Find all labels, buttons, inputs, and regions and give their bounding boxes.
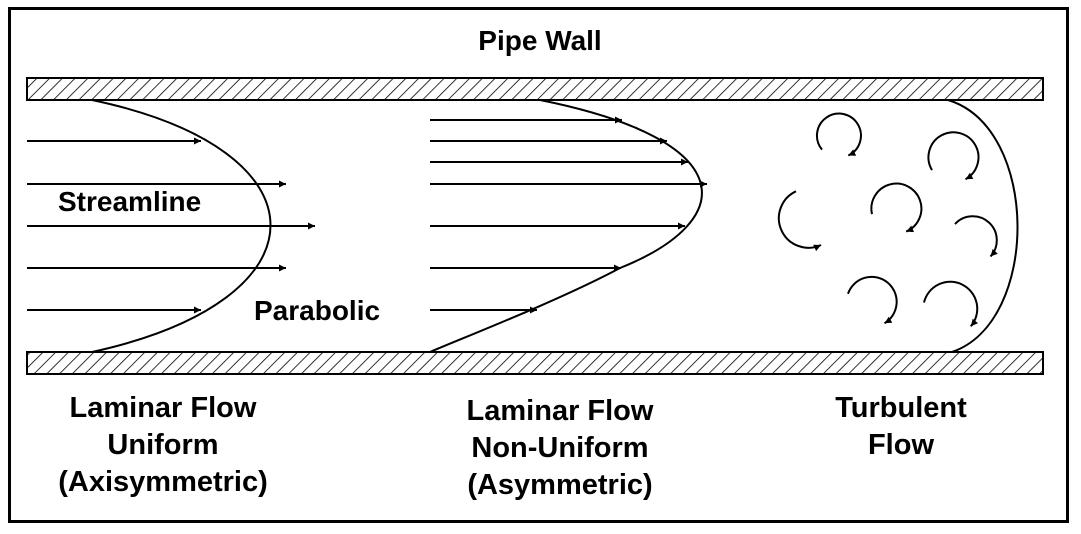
eddy-icon (777, 190, 822, 252)
uniform-streamline-arrows (27, 137, 315, 314)
asymmetric-streamline-arrows (430, 116, 707, 314)
caption-line: (Asymmetric) (467, 469, 653, 501)
pipe-wall-title: Pipe Wall (478, 25, 602, 56)
bottom-pipe-wall (26, 351, 1044, 375)
eddy-icon (815, 112, 862, 157)
parabolic-label: Parabolic (254, 295, 381, 326)
streamline-label: Streamline (58, 186, 202, 217)
laminar-nonuniform-caption: Laminar Flow Non-Uniform (Asymmetric) (467, 393, 654, 504)
eddy-icon (847, 275, 898, 325)
caption-line: (Axisymmetric) (58, 466, 268, 498)
caption-line: Uniform (107, 429, 219, 461)
asymmetric-parabolic-profile (429, 99, 703, 353)
turbulent-caption: Turbulent Flow (835, 390, 967, 464)
caption-line: Laminar Flow (466, 395, 654, 427)
eddy-icon (954, 215, 998, 258)
caption-line: Laminar Flow (69, 392, 257, 424)
eddy-icon (870, 182, 923, 233)
caption-line: Flow (867, 429, 935, 461)
caption-line: Non-Uniform (471, 432, 649, 464)
turbulent-eddies (777, 112, 998, 327)
top-pipe-wall (26, 77, 1044, 101)
turbulent-flat-profile (947, 99, 1019, 353)
eddy-icon (923, 280, 979, 327)
eddy-icon (927, 131, 980, 181)
caption-line: Turbulent (835, 392, 967, 424)
laminar-uniform-caption: Laminar Flow Uniform (Axisymmetric) (58, 390, 268, 501)
